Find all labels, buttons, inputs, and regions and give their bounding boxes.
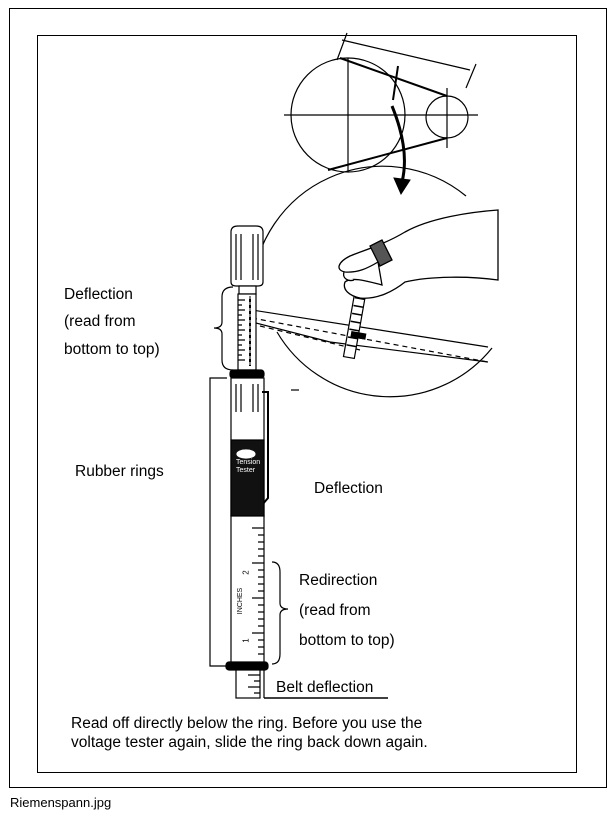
deflection-label-line2: (read from (64, 312, 136, 332)
belt-deflection-label: Belt deflection (276, 678, 373, 698)
scale-number-1: 1 (242, 638, 251, 642)
rubber-rings-label: Rubber rings (75, 462, 164, 482)
lower-rubber-ring (226, 662, 268, 670)
redirection-label-line2: (read from (299, 601, 371, 621)
upper-rubber-ring (230, 370, 264, 378)
scale-number-2: 2 (242, 570, 251, 574)
tester-brand-line1: Tension (236, 459, 260, 467)
tester-tip (236, 670, 260, 698)
instruction-note-line2: voltage tester again, slide the ring bac… (71, 733, 571, 752)
scale-unit-label: INCHES (237, 588, 245, 614)
instruction-note: Read off directly below the ring. Before… (71, 714, 571, 752)
deflection-label-line3: bottom to top) (64, 340, 160, 360)
deflection-label-line1: Deflection (64, 285, 133, 305)
magnified-view (252, 166, 492, 397)
deflection-label-top: Deflection (64, 285, 133, 305)
rubber-rings-bracket (210, 378, 227, 666)
tester-body-lower (231, 516, 264, 668)
deflection-label-mid: Deflection (314, 479, 383, 499)
tester-brand-text: Tension Tester (236, 459, 260, 475)
hand-illustration (339, 210, 498, 298)
image-caption: Riemenspann.jpg (10, 795, 111, 811)
instruction-note-line1: Read off directly below the ring. Before… (71, 714, 571, 733)
redirection-brace (272, 562, 288, 664)
redirection-label-line3: bottom to top) (299, 631, 395, 651)
pulley-diagram (284, 33, 478, 172)
redirection-label-line1: Redirection (299, 571, 377, 591)
tester-brand-line2: Tester (236, 467, 260, 475)
deflection-brace (214, 287, 233, 370)
